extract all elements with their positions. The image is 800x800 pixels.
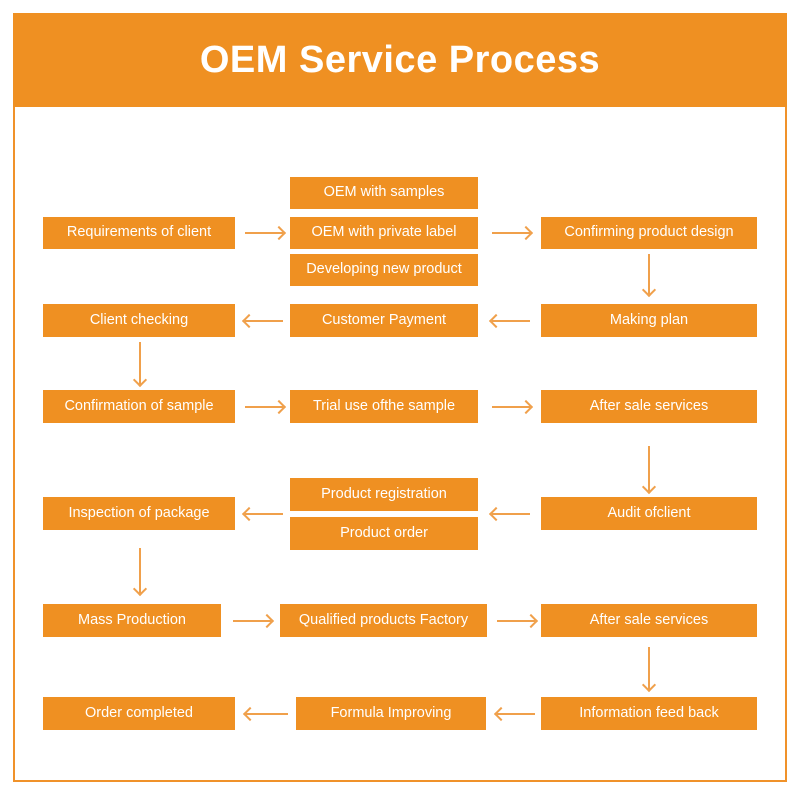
flow-node-n11b[interactable]: Product order (290, 517, 478, 550)
arrow-down-n15-to-n16 (648, 647, 650, 689)
arrow-right-n14-to-n15 (497, 620, 535, 622)
flow-node-n15[interactable]: After sale services (541, 604, 757, 637)
flow-node-n16[interactable]: Information feed back (541, 697, 757, 730)
flow-node-n14[interactable]: Qualified products Factory (280, 604, 487, 637)
flow-node-n18[interactable]: Order completed (43, 697, 235, 730)
flow-node-n9[interactable]: After sale services (541, 390, 757, 423)
arrow-left-n5-to-n6 (245, 320, 283, 322)
flow-node-n2b[interactable]: OEM with private label (290, 217, 478, 249)
arrow-left-n16-to-n17 (497, 713, 535, 715)
flow-node-n10[interactable]: Audit ofclient (541, 497, 757, 530)
flow-node-n1[interactable]: Requirements of client (43, 217, 235, 249)
arrow-down-n3-to-n4 (648, 254, 650, 294)
arrow-right-n7-to-n8 (245, 406, 283, 408)
arrow-down-n9-to-n10 (648, 446, 650, 491)
arrow-right-n8-to-n9 (492, 406, 530, 408)
flow-node-n3[interactable]: Confirming product design (541, 217, 757, 249)
arrow-down-n6-to-n7 (139, 342, 141, 384)
flow-node-n2c[interactable]: Developing new product (290, 254, 478, 286)
arrow-down-n12-to-n13 (139, 548, 141, 593)
flow-node-n6[interactable]: Client checking (43, 304, 235, 337)
arrow-right-n13-to-n14 (233, 620, 271, 622)
page-title: OEM Service Process (199, 38, 601, 81)
arrow-left-n17-to-n18 (246, 713, 288, 715)
arrow-right-n1-to-n2b (245, 232, 283, 234)
arrow-left-n4-to-n5 (492, 320, 530, 322)
flow-node-n2a[interactable]: OEM with samples (290, 177, 478, 209)
flow-node-n4[interactable]: Making plan (541, 304, 757, 337)
flow-node-n5[interactable]: Customer Payment (290, 304, 478, 337)
flow-node-n12[interactable]: Inspection of package (43, 497, 235, 530)
flow-node-n13[interactable]: Mass Production (43, 604, 221, 637)
arrow-right-n2b-to-n3 (492, 232, 530, 234)
flow-node-n8[interactable]: Trial use ofthe sample (290, 390, 478, 423)
flow-node-n17[interactable]: Formula Improving (296, 697, 486, 730)
flow-node-n11a[interactable]: Product registration (290, 478, 478, 511)
flow-node-n7[interactable]: Confirmation of sample (43, 390, 235, 423)
arrow-left-n11-to-n12 (245, 513, 283, 515)
title-banner: OEM Service Process (13, 13, 787, 107)
arrow-left-n10-to-n11 (492, 513, 530, 515)
